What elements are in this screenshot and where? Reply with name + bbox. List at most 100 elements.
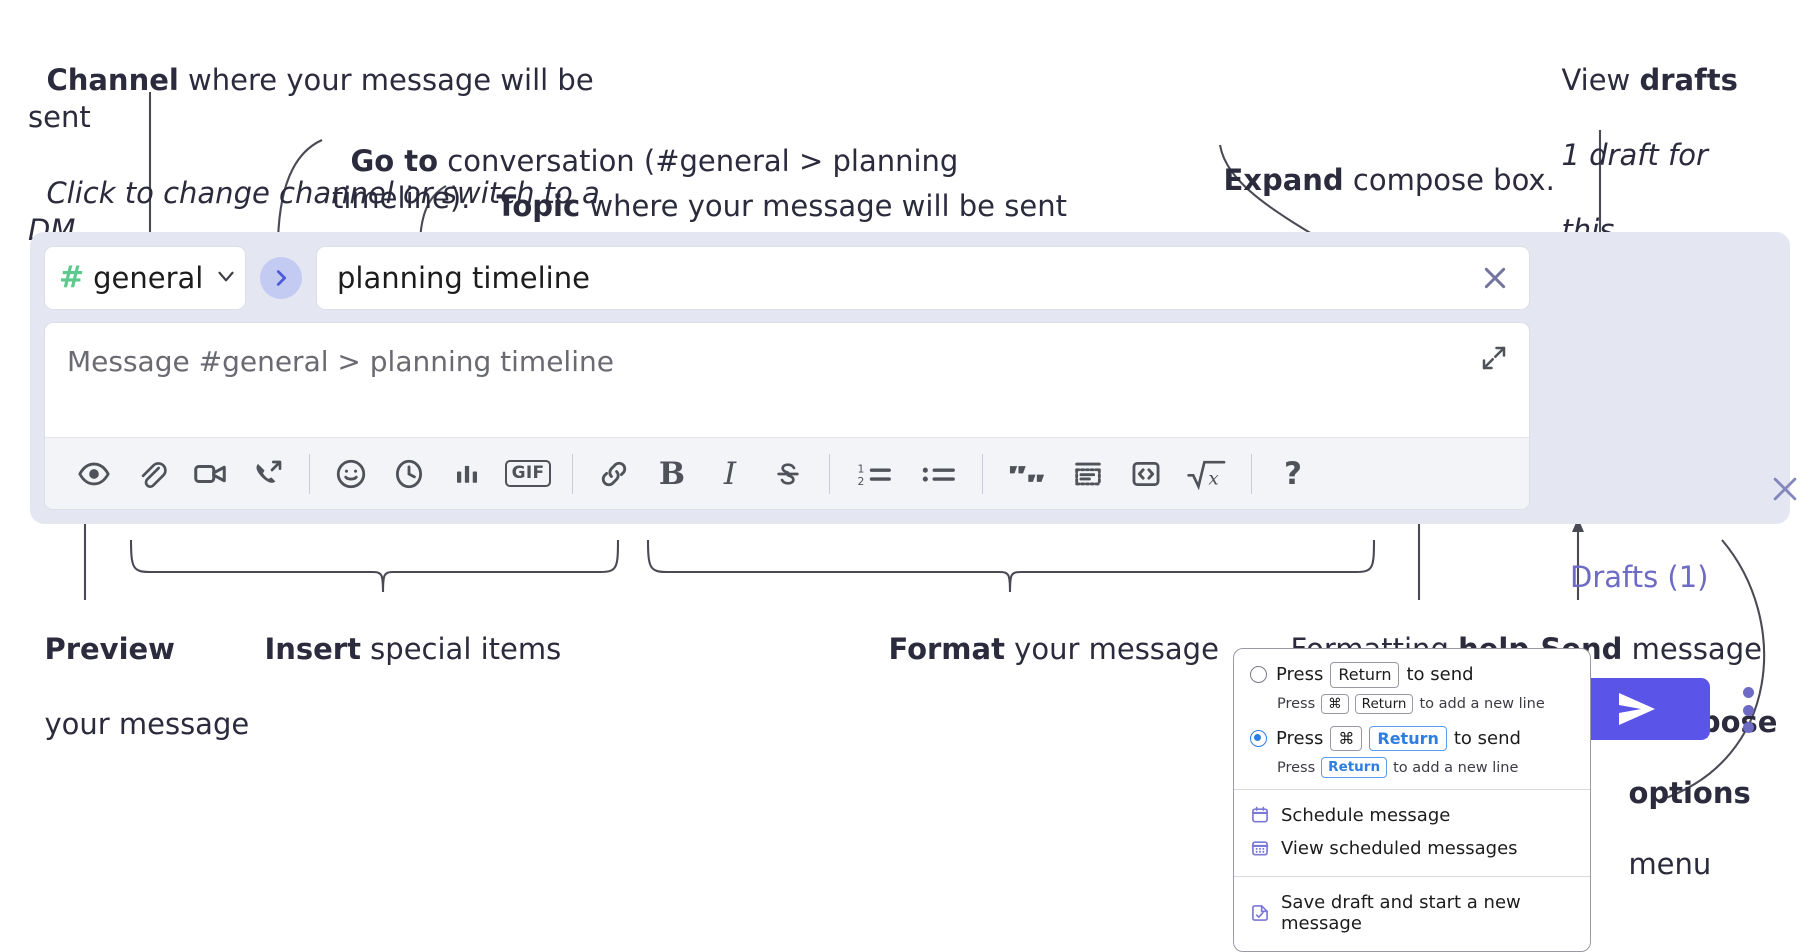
menu-item-view-scheduled[interactable]: View scheduled messages bbox=[1250, 832, 1574, 865]
opt1-pre: Press bbox=[1276, 664, 1324, 686]
annotation-insert: Insert special items bbox=[246, 593, 646, 668]
gif-icon[interactable]: GIF bbox=[496, 445, 560, 503]
toolbar-separator-1 bbox=[309, 453, 310, 494]
compose-box: Drafts (1) # general bbox=[30, 232, 1797, 740]
formatting-toolbar: GIF B I bbox=[45, 437, 1529, 509]
radio-press-return[interactable] bbox=[1250, 666, 1267, 684]
link-icon[interactable] bbox=[585, 445, 643, 503]
hash-icon: # bbox=[59, 260, 84, 295]
blockquote-icon[interactable] bbox=[995, 445, 1059, 503]
opt2-sub-pre: Press bbox=[1277, 759, 1316, 776]
opt1-key-return: Return bbox=[1330, 662, 1400, 688]
ordered-list-icon[interactable]: 1 2 bbox=[842, 445, 906, 503]
toolbar-separator-4 bbox=[982, 453, 983, 494]
bulleted-list-icon[interactable] bbox=[906, 445, 970, 503]
bold-icon[interactable]: B bbox=[643, 445, 701, 503]
code-icon[interactable] bbox=[1117, 445, 1175, 503]
schedule-menu-group: Schedule message View scheduled messages bbox=[1234, 788, 1590, 876]
opt1-sub-pre: Press bbox=[1277, 695, 1316, 712]
clear-topic-icon[interactable] bbox=[1479, 262, 1511, 294]
drafts-link[interactable]: Drafts (1) bbox=[1570, 560, 1709, 594]
chevron-down-icon bbox=[213, 263, 239, 293]
audio-call-icon[interactable] bbox=[239, 445, 297, 503]
gif-label: GIF bbox=[504, 460, 552, 487]
video-icon[interactable] bbox=[181, 445, 239, 503]
poll-icon[interactable] bbox=[438, 445, 496, 503]
opt1-sub-key-cmd: ⌘ bbox=[1321, 693, 1349, 714]
preview-icon[interactable] bbox=[65, 445, 123, 503]
annotation-channel-rest: where your message will be sent bbox=[28, 62, 603, 135]
annotation-drafts-bold: drafts bbox=[1639, 62, 1738, 97]
annotation-topic: Topic where your message will be sent bbox=[478, 150, 1098, 225]
svg-text:x: x bbox=[1208, 468, 1219, 489]
opt2-post: to send bbox=[1453, 728, 1521, 750]
annotation-compose-bold-2: options bbox=[1628, 776, 1751, 811]
opt2-key-return: Return bbox=[1369, 725, 1447, 752]
annotation-preview: Preview your message bbox=[26, 593, 256, 744]
annotation-drafts-italic-1: 1 draft for bbox=[1561, 138, 1708, 173]
annotation-topic-bold: Topic bbox=[496, 188, 581, 223]
send-icon bbox=[1619, 693, 1655, 725]
message-input-area[interactable]: Message #general > planning timeline bbox=[44, 322, 1530, 510]
opt2-pre: Press bbox=[1276, 728, 1324, 750]
attachment-icon[interactable] bbox=[123, 445, 181, 503]
menu-item-schedule-message[interactable]: Schedule message bbox=[1250, 803, 1574, 832]
annotation-preview-bold: Preview bbox=[44, 631, 175, 666]
option-press-return[interactable]: Press Return to send Press ⌘ Return to a… bbox=[1250, 662, 1574, 714]
opt1-sub-key-return: Return bbox=[1354, 693, 1414, 714]
math-icon[interactable]: x bbox=[1175, 445, 1239, 503]
spoiler-icon[interactable] bbox=[1059, 445, 1117, 503]
save-draft-icon bbox=[1250, 903, 1270, 923]
emoji-icon[interactable] bbox=[322, 445, 380, 503]
annotation-format-bold: Format bbox=[888, 631, 1005, 666]
italic-icon[interactable]: I bbox=[701, 445, 759, 503]
radio-press-cmd-return[interactable] bbox=[1250, 730, 1267, 748]
annotation-preview-rest: your message bbox=[44, 707, 250, 742]
help-icon[interactable]: ? bbox=[1264, 445, 1322, 503]
help-label: ? bbox=[1284, 455, 1302, 492]
channel-name: general bbox=[93, 261, 204, 295]
annotation-goto-rest: conversation (#general > planning timeli… bbox=[332, 143, 968, 216]
kebab-dot-2 bbox=[1742, 704, 1754, 716]
go-to-conversation-button[interactable] bbox=[260, 257, 302, 299]
menu-item-save-draft[interactable]: Save draft and start a new message bbox=[1250, 890, 1574, 940]
topic-value: planning timeline bbox=[337, 261, 590, 295]
close-icon[interactable] bbox=[1768, 472, 1802, 510]
calendar-grid-icon bbox=[1250, 838, 1270, 858]
toolbar-separator-3 bbox=[829, 453, 830, 494]
chevron-right-icon bbox=[276, 270, 287, 286]
annotation-expand-rest: compose box. bbox=[1343, 162, 1555, 197]
menu-label-schedule-message: Schedule message bbox=[1281, 804, 1451, 826]
clock-icon[interactable] bbox=[380, 445, 438, 503]
strikethrough-icon[interactable] bbox=[759, 445, 817, 503]
annotation-format-rest: your message bbox=[1004, 631, 1219, 666]
menu-label-view-scheduled: View scheduled messages bbox=[1281, 837, 1518, 859]
annotation-insert-bold: Insert bbox=[264, 631, 361, 666]
opt2-sub-post: to add a new line bbox=[1393, 759, 1519, 776]
expand-compose-icon[interactable] bbox=[1479, 343, 1509, 377]
svg-text:2: 2 bbox=[858, 474, 865, 487]
calendar-clock-icon bbox=[1250, 805, 1270, 825]
annotation-compose-rest: menu bbox=[1628, 846, 1712, 881]
annotation-drafts-lead: View bbox=[1561, 62, 1640, 97]
menu-label-save-draft: Save draft and start a new message bbox=[1281, 891, 1521, 934]
topic-input[interactable]: planning timeline bbox=[316, 246, 1530, 310]
send-shortcut-options: Press Return to send Press ⌘ Return to a… bbox=[1234, 649, 1590, 789]
annotation-expand: Expand compose box. bbox=[1205, 124, 1565, 199]
compose-options-menu-button[interactable] bbox=[1738, 687, 1758, 733]
annotation-topic-rest: where your message will be sent bbox=[580, 188, 1067, 223]
compose-header-row: # general planning timeline bbox=[44, 246, 1530, 310]
toolbar-separator-5 bbox=[1251, 453, 1252, 494]
opt1-post: to send bbox=[1406, 664, 1474, 686]
compose-options-popup: Press Return to send Press ⌘ Return to a… bbox=[1233, 648, 1591, 952]
message-placeholder: Message #general > planning timeline bbox=[67, 345, 614, 378]
annotation-send-rest: message bbox=[1622, 631, 1762, 666]
annotation-expand-bold: Expand bbox=[1223, 162, 1344, 197]
option-press-cmd-return[interactable]: Press ⌘ Return to send Press Return to a… bbox=[1250, 725, 1574, 778]
kebab-dot-3 bbox=[1742, 722, 1754, 733]
channel-selector[interactable]: # general bbox=[44, 246, 246, 310]
svg-text:1: 1 bbox=[858, 462, 865, 475]
bold-label: B bbox=[658, 455, 686, 492]
kebab-dot-1 bbox=[1742, 687, 1754, 698]
annotation-channel: Channel where your message will be sent … bbox=[28, 24, 648, 250]
